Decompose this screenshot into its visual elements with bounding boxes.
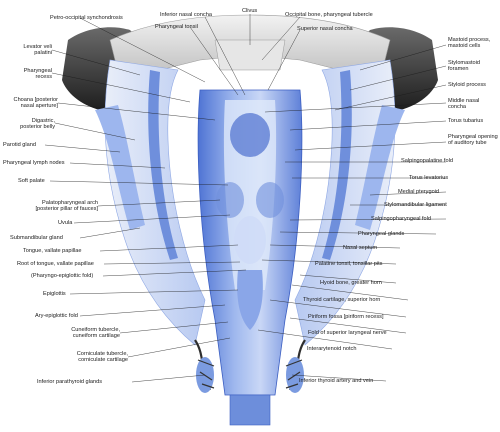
label-inferior-thyroid-artery: Inferior thyroid artery and vein (299, 378, 374, 384)
label-pharyngeal-lymph-nodes: Pharyngeal lymph nodes (3, 160, 65, 166)
label-parotid-gland: Parotid gland (3, 142, 36, 148)
label-tongue-vallate: Tongue, vallate papillae (23, 248, 82, 254)
label-epiglottis: Epiglottis (43, 291, 66, 297)
label-ary-epiglottic-fold: Ary-epiglottic fold (35, 313, 78, 319)
label-petro-occipital: Petro-occipital synchondrosis (50, 15, 123, 21)
label-piriform-fossa: Piriform fossa [piriform recess] (308, 314, 384, 320)
label-submandibular-gland: Submandibular gland (10, 235, 63, 241)
label-stylomandibular-ligament: Stylomandibular ligament (384, 202, 447, 208)
pharynx-lumen (197, 89, 303, 426)
vessels (194, 339, 306, 393)
label-interarytenoid-notch: Interarytenoid notch (307, 346, 357, 352)
label-pharyngeal-glands: Pharyngeal glands (358, 231, 405, 237)
lateral-walls (95, 59, 405, 346)
label-occipital-bone: Occipital bone, pharyngeal tubercle (285, 12, 373, 18)
skull-base (62, 14, 438, 111)
label-medial-pterygoid: Medial pterygoid (398, 189, 440, 195)
label-inferior-nasal-concha: Inferior nasal concha (160, 12, 212, 18)
label-pharyngeal-tonsil: Pharyngeal tonsil (155, 24, 198, 30)
label-palatopharyngeal-arch: Palatopharyngeal arch[posterior pillar o… (35, 200, 99, 213)
label-superior-nasal-concha: Superior nasal concha (297, 26, 353, 32)
label-torus-tubarius: Torus tubarius (448, 118, 484, 124)
leader-lines (44, 14, 447, 383)
label-uvula: Uvula (58, 220, 73, 226)
label-salpingopharyngeal-fold: Salpingopharyngeal fold (371, 216, 432, 222)
label-nasal-septum: Nasal septum (343, 245, 378, 251)
label-thyroid-cartilage: Thyroid cartilage, superior horn (303, 297, 381, 303)
label-cuneiform-tubercle: Cuneiform tubercle,cuneiform cartilage (71, 327, 120, 340)
label-styloid-process: Styloid process (448, 82, 486, 88)
label-palatine-tonsil: Palatine tonsil, tonsillar pits (315, 261, 383, 267)
label-inferior-parathyroid: Inferior parathyroid glands (37, 379, 102, 385)
label-clivus: Clivus (242, 8, 258, 14)
label-mastoid-process: Mastoid process,mastoid cells (448, 37, 491, 50)
label-pharyngo-epiglottic: (Pharyngo-epiglottic fold) (31, 273, 94, 279)
label-torus-levatorius: Torus levatorius (409, 175, 449, 181)
label-digastric: Digastric,posterior belly (20, 118, 55, 131)
label-corniculate-tubercle: Corniculate tubercle,corniculate cartila… (76, 351, 128, 364)
label-superior-laryngeal-fold: Fold of superior laryngeal nerve (308, 330, 387, 336)
label-root-of-tongue: Root of tongue, vallate papillae (17, 261, 94, 267)
label-hyoid-bone: Hyoid bone, greater horn (320, 280, 382, 286)
label-salpingopalatine-fold: Salpingopalatine fold (401, 158, 453, 164)
label-soft-palate: Soft palate (18, 178, 45, 184)
